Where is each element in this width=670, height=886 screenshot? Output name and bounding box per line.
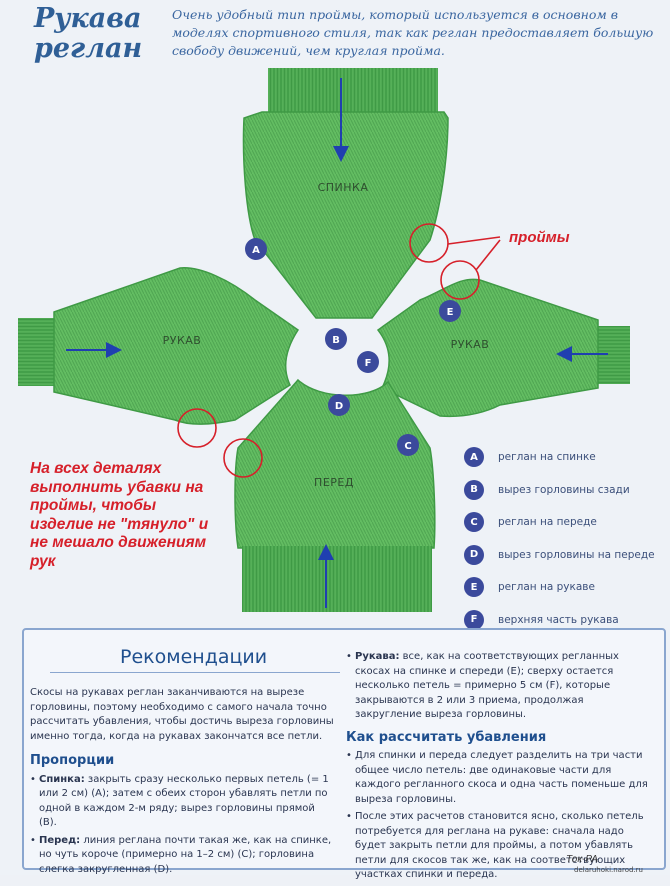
armhole-circle [440, 260, 480, 300]
proportion-item: Рукава: все, как на соответствующих регл… [346, 650, 651, 723]
armholes-annotation: проймы [509, 229, 570, 246]
front-rib [242, 546, 432, 612]
title-divider [50, 672, 340, 673]
proportion-item: Спинка: закрыть сразу несколько первых п… [30, 773, 335, 831]
marker-e: E [439, 300, 461, 322]
legend-text: реглан на спинке [498, 451, 596, 464]
legend-text: верхняя часть рукава [498, 613, 619, 626]
recommendations-title: Рекомендации [120, 646, 268, 668]
proportion-text: все, как на соответствующих регланных ск… [355, 651, 619, 720]
calc-item: Для спинки и переда следует разделить на… [346, 749, 651, 807]
back-label: СПИНКА [318, 181, 369, 194]
armhole-circles [177, 223, 480, 478]
legend-badge: E [464, 577, 484, 598]
recommendations-intro: Скосы на рукавах реглан заканчиваются на… [30, 687, 334, 742]
armhole-circle [409, 223, 449, 263]
marker-b: B [325, 328, 347, 350]
proportion-term: Рукава: [355, 651, 400, 662]
marker-d-letter: D [335, 401, 343, 412]
marker-c-letter: C [404, 441, 411, 452]
legend-text: реглан на рукаве [498, 581, 595, 594]
legend-text: вырез горловины на переде [498, 548, 655, 561]
back-piece: СПИНКА [242, 68, 449, 319]
intro-text: Очень удобный тип проймы, который исполь… [172, 7, 654, 58]
marker-f: F [357, 351, 379, 373]
marker-d: D [328, 394, 350, 416]
legend-badge: F [464, 609, 484, 630]
left-sleeve-rib [18, 318, 56, 386]
marker-c: C [397, 434, 419, 456]
marker-a: A [245, 238, 267, 260]
marker-e-letter: E [447, 307, 454, 318]
proportion-text: закрыть сразу несколько первых петель (=… [39, 773, 329, 829]
marker-f-letter: F [365, 358, 372, 369]
marker-a-letter: A [252, 245, 260, 256]
front-label: ПЕРЕД [314, 476, 354, 489]
back-rib [268, 68, 438, 116]
proportion-item: Перед: линия реглана почти такая же, как… [30, 834, 335, 878]
recommendations-right-column: Рукава: все, как на соответствующих регл… [346, 650, 651, 886]
legend-badge: B [464, 479, 484, 500]
pattern-diagram: СПИНКА РУКАВ РУКАВ ПЕРЕД A B F D C E [18, 68, 630, 612]
credit: Ток-РА [566, 854, 598, 865]
legend-badge: D [464, 544, 484, 565]
marker-b-letter: B [332, 335, 340, 346]
right-sleeve-label: РУКАВ [451, 338, 490, 351]
legend-badge: C [464, 512, 484, 533]
armhole-pointers [447, 236, 501, 271]
legend-badge: A [464, 447, 484, 468]
legend-text: реглан на переде [498, 516, 597, 529]
legend-text: вырез горловины сзади [498, 483, 630, 496]
site-watermark: delaruhoki.narod.ru [574, 866, 643, 874]
armhole-circle [223, 438, 263, 478]
recommendations-box: Рекомендации Скосы на рукавах реглан зак… [22, 628, 666, 880]
left-sleeve-label: РУКАВ [163, 334, 202, 347]
calc-heading: Как рассчитать убавления [346, 729, 547, 745]
page-title: Рукава реглан [34, 3, 143, 64]
proportions-heading: Пропорции [30, 753, 115, 768]
right-sleeve-piece: РУКАВ [376, 278, 630, 418]
left-sleeve-piece: РУКАВ [18, 267, 300, 425]
armhole-circle [177, 408, 217, 448]
proportion-term: Спинка: [39, 773, 85, 785]
recommendations-left-column: Скосы на рукавах реглан заканчиваются на… [30, 686, 335, 880]
proportion-term: Перед: [39, 834, 81, 846]
decrease-note: На всех деталях выполнить убавки на прой… [30, 460, 209, 570]
proportion-text: линия реглана почти такая же, как на спи… [39, 834, 332, 875]
front-piece: ПЕРЕД [234, 378, 436, 612]
